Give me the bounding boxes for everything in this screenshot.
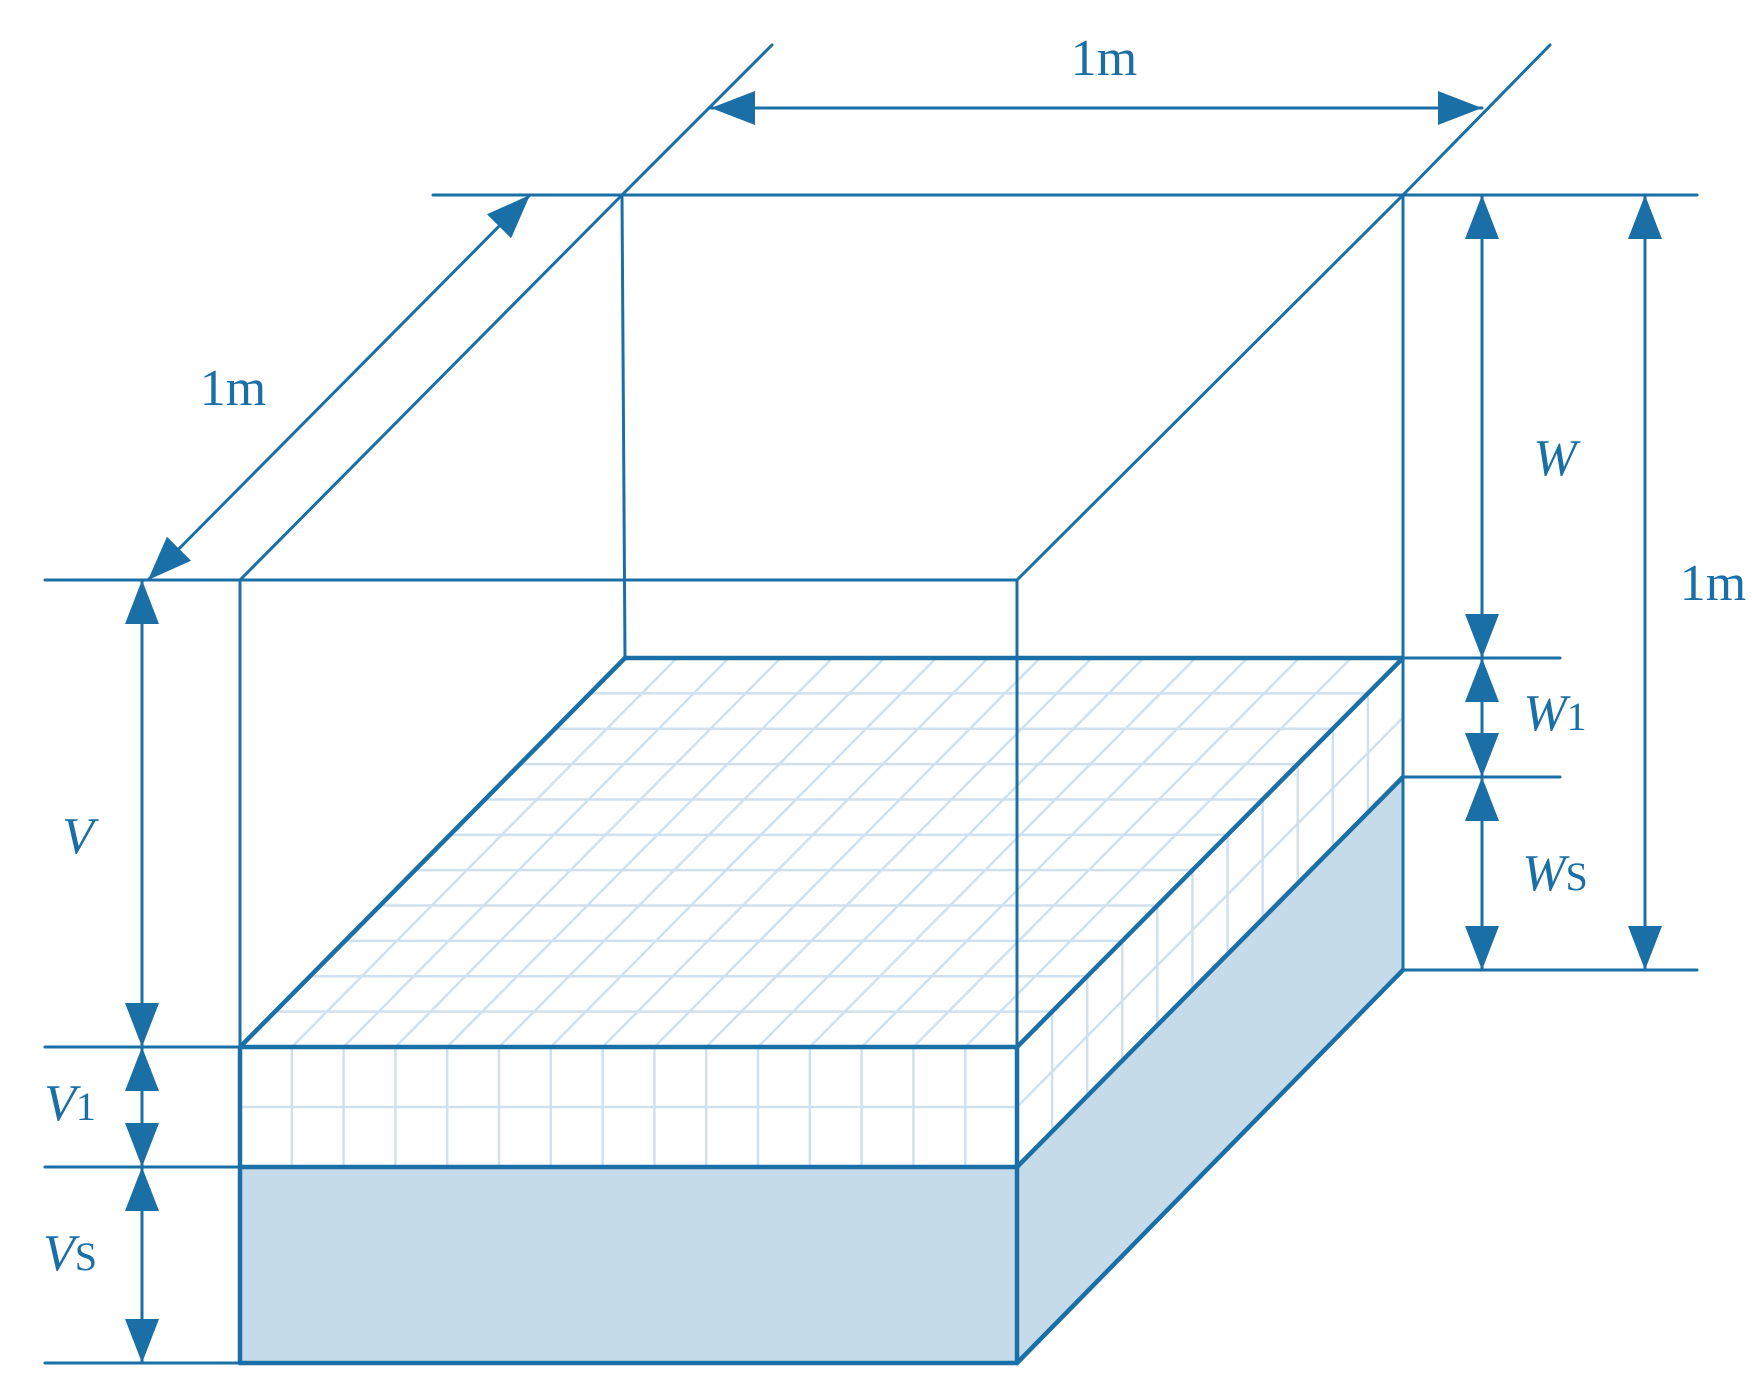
grid-line bbox=[446, 657, 834, 1048]
dim-Ws-arrow-end bbox=[1465, 926, 1499, 970]
label-Ws: WS bbox=[1522, 845, 1588, 902]
dim-V-arrow-start bbox=[125, 580, 159, 624]
back-left-vertical bbox=[620, 193, 627, 660]
label-depth-1m: 1m bbox=[200, 360, 266, 417]
dim-V-arrow-end bbox=[125, 1003, 159, 1047]
label-W1: W1 bbox=[1523, 685, 1586, 742]
label-V1: V1 bbox=[44, 1075, 96, 1132]
grid-line bbox=[394, 657, 782, 1048]
grid-line bbox=[705, 657, 1093, 1048]
grid-line bbox=[757, 657, 1145, 1048]
grid-line bbox=[601, 657, 989, 1048]
dim-width-1m-arrow-end bbox=[1438, 91, 1482, 125]
pore-grid-top-face bbox=[275, 657, 1368, 1048]
dim-height-1m-arrow-end bbox=[1628, 926, 1662, 970]
grid-line bbox=[912, 657, 1301, 1048]
dim-V1-arrow-start bbox=[125, 1047, 159, 1091]
dim-W-arrow-start bbox=[1465, 195, 1499, 239]
label-W1-subscript: 1 bbox=[1567, 694, 1587, 739]
label-Vs-subscript: S bbox=[75, 1234, 97, 1279]
label-height-1m: 1m bbox=[1680, 555, 1746, 612]
grid-line bbox=[498, 657, 886, 1048]
slab-outline bbox=[237, 655, 1406, 1366]
grid-line bbox=[964, 657, 1353, 1048]
label-W: W bbox=[1533, 430, 1581, 487]
label-Vs: VS bbox=[43, 1225, 97, 1282]
dim-Vs-arrow-end bbox=[125, 1319, 159, 1363]
label-Ws-subscript: S bbox=[1566, 854, 1588, 899]
ext-diag-back-right bbox=[1401, 43, 1552, 197]
label-V1-subscript: 1 bbox=[76, 1084, 96, 1129]
pore-grid-right-face bbox=[1016, 693, 1404, 1132]
dimension-lines bbox=[125, 91, 1662, 1365]
dim-W1-arrow-start bbox=[1465, 658, 1499, 702]
dim-Vs-arrow-start bbox=[125, 1167, 159, 1211]
grid-line bbox=[290, 657, 678, 1048]
dim-height-1m-arrow-start bbox=[1628, 195, 1662, 239]
pore-grid-front-face bbox=[240, 1047, 1017, 1167]
label-V: V bbox=[62, 808, 99, 865]
dim-V1-arrow-end bbox=[125, 1123, 159, 1167]
dim-W-arrow-end bbox=[1465, 614, 1499, 658]
solid-front-face bbox=[240, 1167, 1017, 1363]
grid-line bbox=[860, 657, 1249, 1048]
dim-depth-1m-arrow-start bbox=[486, 195, 530, 239]
dim-Ws-arrow-start bbox=[1465, 777, 1499, 821]
dim-W1-arrow-end bbox=[1465, 733, 1499, 777]
top-right-depth-edge bbox=[1015, 193, 1405, 582]
dim-depth-1m bbox=[146, 193, 532, 582]
label-width-1m: 1m bbox=[1071, 30, 1137, 87]
layer-interface-right bbox=[1014, 774, 1406, 1170]
slab-bottom-right bbox=[1014, 967, 1406, 1366]
solid-phase-fill bbox=[240, 777, 1403, 1363]
grid-line bbox=[653, 657, 1041, 1048]
dim-depth-1m-arrow-end bbox=[148, 536, 192, 580]
solid-right-face bbox=[1017, 777, 1403, 1363]
top-left-depth-edge bbox=[238, 193, 624, 582]
dim-width-1m-arrow-start bbox=[711, 91, 755, 125]
labels: 1m 1m 1m V V1 VS W W1 WS bbox=[43, 30, 1746, 1282]
grid-line bbox=[1016, 716, 1404, 1108]
ext-diag-back-left bbox=[620, 43, 774, 197]
grid-line bbox=[342, 657, 730, 1048]
grid-line bbox=[808, 657, 1197, 1048]
grid-line bbox=[549, 657, 938, 1048]
